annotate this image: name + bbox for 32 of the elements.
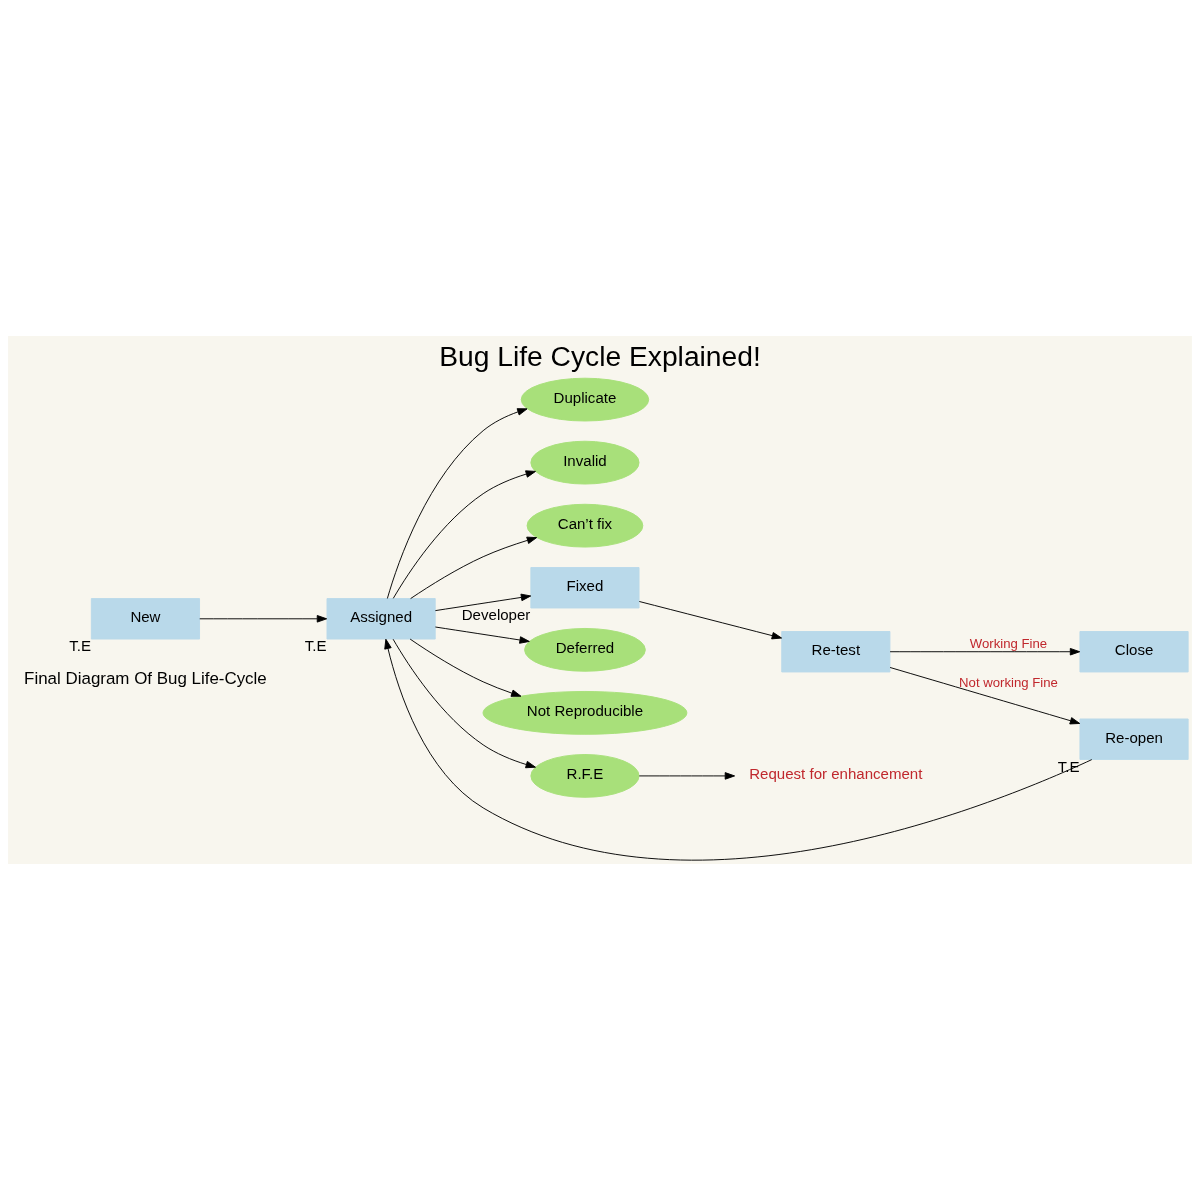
node-label: T.E	[1057, 757, 1080, 775]
arrow	[392, 638, 536, 769]
edge-label: Working Fine	[969, 636, 1048, 652]
arrow	[384, 638, 1093, 861]
label: Final Diagram Of Bug Life-Cycle	[24, 669, 267, 689]
node-ellipse: Invalid	[530, 440, 640, 485]
arrow	[889, 667, 1081, 725]
arrow	[199, 615, 328, 623]
node-box: Fixed	[530, 567, 640, 609]
arrow	[392, 470, 536, 599]
node-box: Re-test	[781, 631, 891, 673]
node-box: New	[90, 598, 200, 640]
node-ellipse: R.F.E	[530, 754, 640, 798]
node-ellipse: Duplicate	[520, 377, 650, 422]
arrow	[434, 593, 532, 612]
arrow	[409, 638, 522, 697]
node-box: Re-open	[1079, 718, 1189, 760]
node-text: Request for enhancement	[749, 765, 923, 783]
diagram-title: Bug Life Cycle Explained!	[439, 340, 761, 373]
arrow	[386, 408, 528, 599]
edge-label: Not working Fine	[959, 674, 1058, 690]
arrow	[434, 626, 530, 644]
arrow	[638, 601, 783, 640]
node-label: T.E	[304, 637, 327, 655]
node-box: Close	[1079, 631, 1189, 673]
node-label: T.E	[69, 637, 91, 655]
arrow	[889, 647, 1081, 656]
node-box: Assigned	[326, 598, 436, 640]
node-ellipse: Deferred	[524, 627, 646, 672]
node-label: Developer	[461, 606, 531, 624]
arrow	[410, 536, 538, 600]
arrow	[638, 772, 736, 780]
